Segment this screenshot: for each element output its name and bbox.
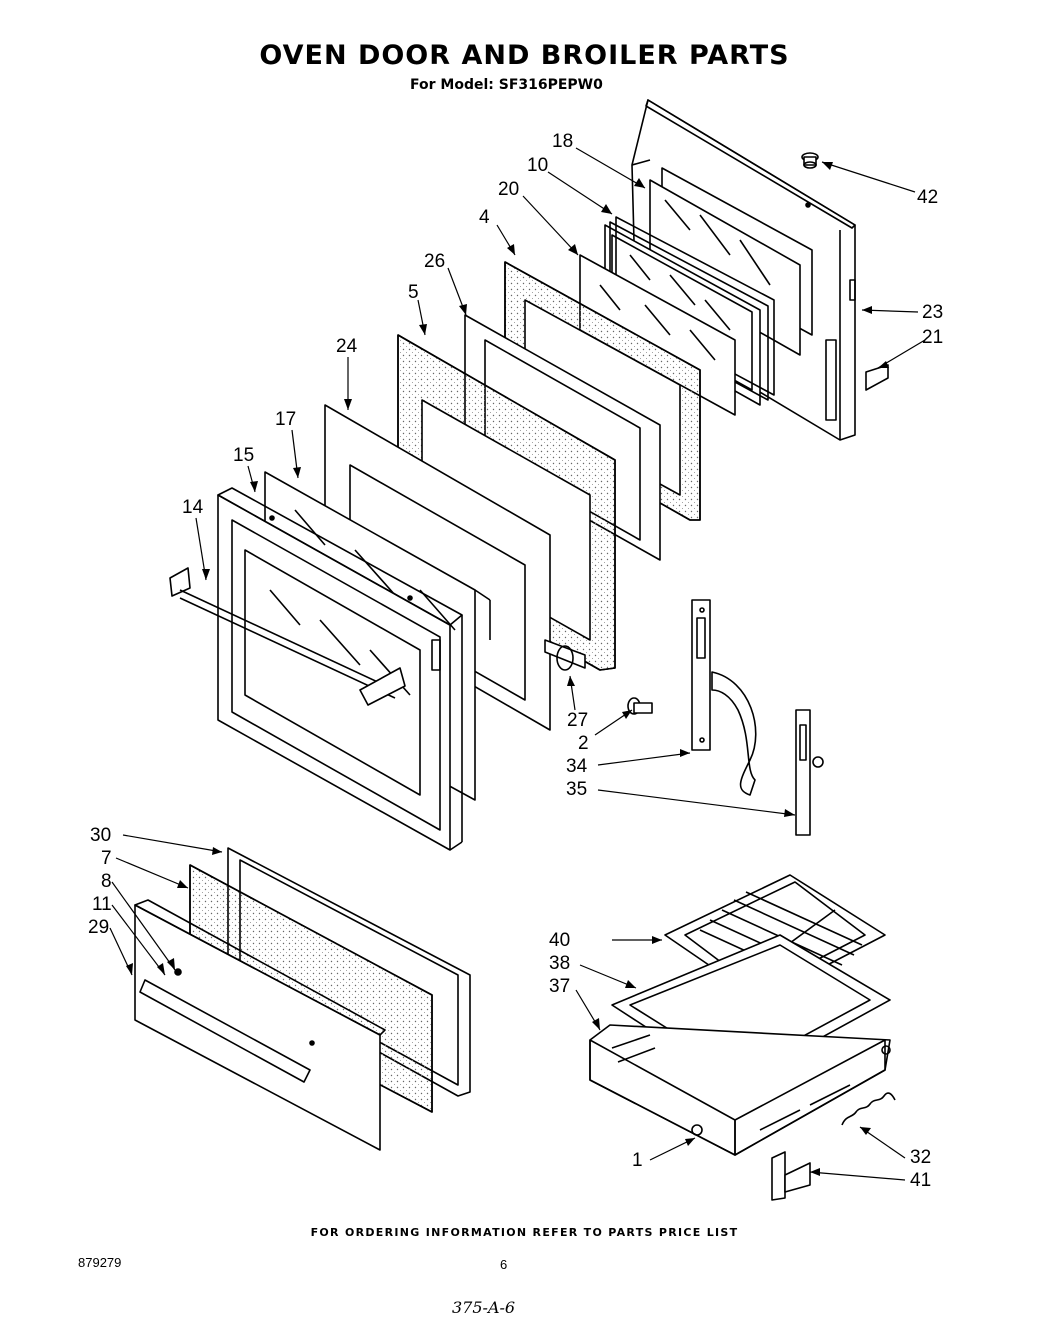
bracket-41 — [771, 1151, 811, 1201]
drawer-front-29 — [134, 899, 386, 1151]
callout-30: 30 — [90, 825, 111, 846]
callout-2: 2 — [578, 733, 589, 754]
screw-42 — [801, 152, 819, 169]
callout-29: 29 — [88, 917, 109, 938]
callout-21: 21 — [922, 327, 943, 348]
callout-1: 1 — [632, 1150, 643, 1171]
callout-32: 32 — [910, 1147, 931, 1168]
callout-24: 24 — [336, 336, 358, 357]
callout-17: 17 — [275, 409, 296, 430]
callout-4: 4 — [479, 207, 490, 228]
bracket-21 — [865, 364, 889, 391]
callout-41: 41 — [910, 1170, 931, 1191]
callout-38: 38 — [549, 953, 570, 974]
callout-15: 15 — [233, 445, 254, 466]
callout-18: 18 — [552, 131, 573, 152]
broiler-body-37 — [589, 1024, 891, 1156]
page-title: OVEN DOOR AND BROILER PARTS — [259, 40, 790, 71]
hinge-receiver-35 — [795, 709, 824, 836]
callout-8: 8 — [101, 871, 112, 892]
callout-27: 27 — [567, 710, 588, 731]
outer-door-15 — [217, 487, 463, 851]
callout-23: 23 — [922, 302, 943, 323]
callout-10: 10 — [527, 155, 548, 176]
document-number: 879279 — [78, 1255, 122, 1270]
callout-5: 5 — [408, 282, 419, 303]
ordering-note: FOR ORDERING INFORMATION REFER TO PARTS … — [310, 1226, 739, 1239]
callout-20: 20 — [498, 179, 519, 200]
stud-2 — [627, 697, 653, 715]
model-subtitle: For Model: SF316PEPW0 — [410, 77, 603, 93]
callout-42: 42 — [917, 187, 938, 208]
door-handle-14 — [169, 567, 406, 706]
callout-26: 26 — [424, 251, 445, 272]
callout-11: 11 — [92, 894, 112, 915]
spring-32 — [841, 1092, 896, 1126]
callout-7: 7 — [101, 848, 112, 869]
callout-14: 14 — [182, 497, 204, 518]
door-back-panel — [631, 99, 856, 441]
callout-labels: 18 10 20 4 26 5 24 17 15 14 42 23 21 27 … — [88, 131, 943, 1191]
callout-35: 35 — [566, 779, 587, 800]
callout-37: 37 — [549, 976, 570, 997]
callout-34: 34 — [566, 756, 588, 777]
handwritten-note: 375-A-6 — [452, 1298, 516, 1317]
callout-40: 40 — [549, 930, 570, 951]
hinge-34 — [691, 599, 757, 796]
page-number: 6 — [500, 1257, 508, 1272]
leader-arrowheads — [126, 162, 889, 1176]
